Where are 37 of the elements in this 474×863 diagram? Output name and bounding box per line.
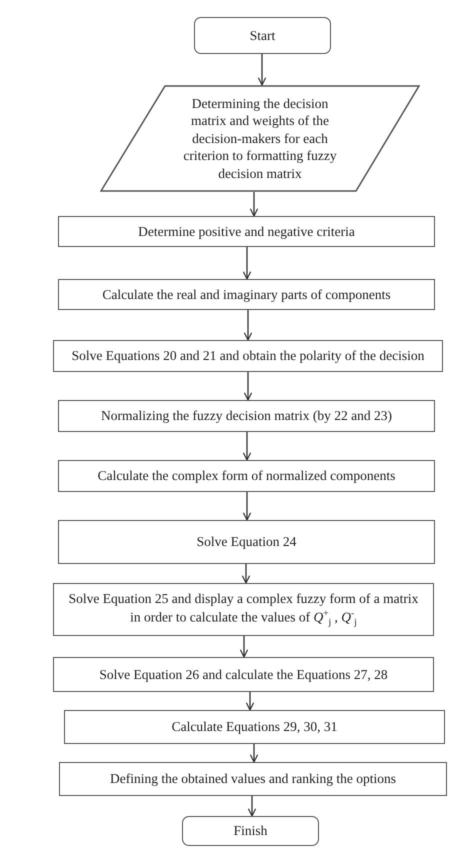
arrow (244, 310, 252, 341)
arrow (258, 54, 266, 86)
arrow (240, 636, 248, 658)
process-box (58, 216, 435, 247)
arrow (250, 744, 258, 763)
process-box (58, 460, 435, 492)
arrow (242, 564, 250, 584)
node-text: Solve Equation 24 (196, 533, 298, 551)
process-box (58, 400, 435, 432)
node-text: Calculate Equations 29, 30, 31 (170, 718, 338, 736)
node-text: Start (250, 26, 276, 44)
node-text: Calculate the real and imaginary parts of components (101, 286, 392, 304)
node-text: Determining the decision matrix and weights of the decision-makers for each criterion to formatting fuzzy decision matrix (182, 94, 338, 182)
node-text: Determine positive and negative criteria (137, 222, 356, 240)
process-box (59, 762, 447, 796)
process-box (64, 710, 445, 744)
node-text: Solve Equation 26 and calculate the Equations 27, 28 (98, 666, 389, 684)
arrow (250, 192, 258, 217)
node-text: Solve Equations 20 and 21 and obtain the polarity of the decision (70, 347, 426, 365)
terminal-box (194, 17, 331, 54)
process-box (53, 657, 434, 692)
arrow (248, 796, 256, 817)
process-box (53, 583, 434, 636)
arrow (242, 492, 252, 521)
node-text: Calculate the complex form of normalized components (96, 467, 396, 485)
node-text: Normalizing the fuzzy decision matrix (by 22 and 23) (100, 407, 393, 425)
process-box (58, 279, 435, 310)
input-parallelogram (100, 85, 420, 192)
terminal-box (182, 816, 319, 846)
arrow (242, 432, 252, 461)
arrow (242, 247, 252, 280)
process-box (58, 520, 435, 564)
process-box (53, 340, 443, 372)
arrow (244, 372, 252, 401)
node-text: Finish (234, 822, 268, 840)
node-text: Defining the obtained values and ranking the options (108, 770, 398, 788)
arrow (246, 692, 254, 711)
